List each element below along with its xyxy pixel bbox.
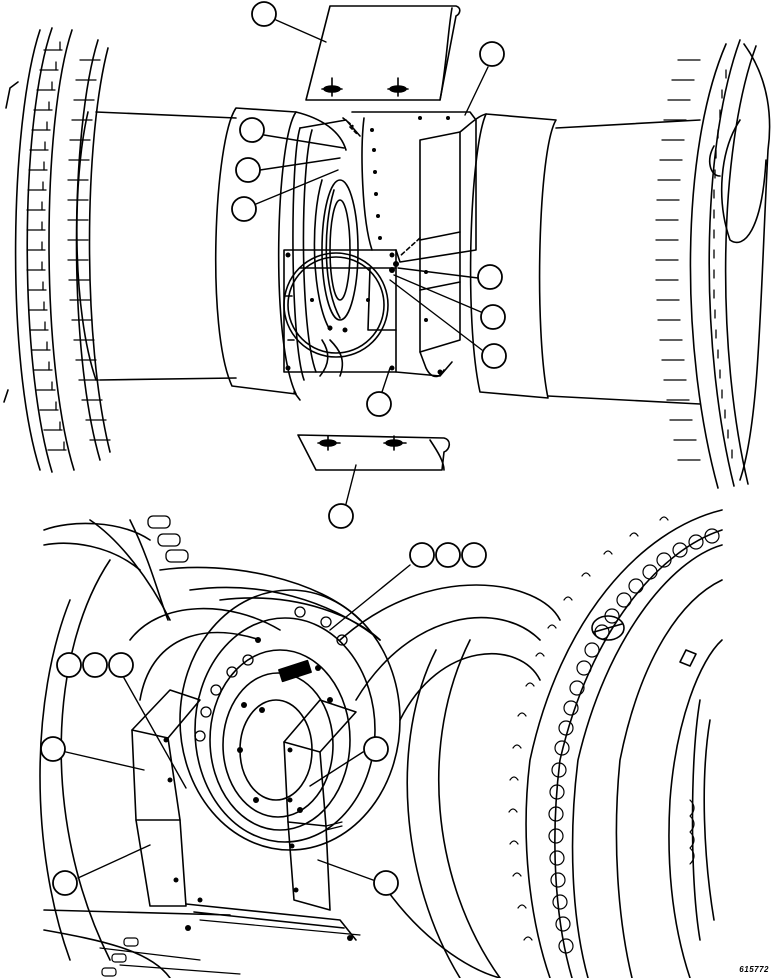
leader-lines-lower [65,564,411,881]
wing-bolt [383,435,407,451]
callout-bubble [328,503,354,529]
callout-bubble [235,157,261,183]
callout-bubble [108,652,134,678]
center-housing [283,111,477,381]
callout-bubble [366,391,392,417]
lower-gear-ring [508,509,723,978]
upper-access-cover [305,5,461,101]
lower-access-cover [297,434,451,471]
left-drum [76,111,237,381]
hub-bolts [194,606,348,742]
callout-bubble [52,870,78,896]
callout-bubble [480,304,506,330]
right-hub-ring [459,113,557,399]
left-hub-ring [214,107,347,401]
callout-bubble [239,117,265,143]
callout-bubble [461,542,487,568]
callout-bubbles [40,1,507,896]
left-gear-ring [3,27,111,473]
installed-cover-left [131,689,201,907]
callout-bubble [479,41,505,67]
figure-id-label: 615772 [739,965,769,974]
callout-bubble [409,542,435,568]
wing-bolt [317,435,341,451]
installed-cover-right [283,699,357,911]
callout-bubble [82,652,108,678]
callout-bubble [481,343,507,369]
callout-bubble [231,196,257,222]
callout-bubble [363,736,389,762]
callout-bubble [56,652,82,678]
wing-bolt [321,77,343,97]
leader-lines-upper [255,19,489,505]
track-pins [147,515,189,563]
lower-detail-view [39,509,723,978]
callout-bubble [373,870,399,896]
callout-bubble [40,736,66,762]
callout-bubble [477,264,503,290]
callout-bubble [251,1,277,27]
right-drum [547,119,701,405]
wing-bolt [387,77,409,97]
ring-bolts [548,528,720,954]
callout-bubble [435,542,461,568]
right-gear-ring [655,39,771,489]
upper-exploded-view [3,5,771,505]
